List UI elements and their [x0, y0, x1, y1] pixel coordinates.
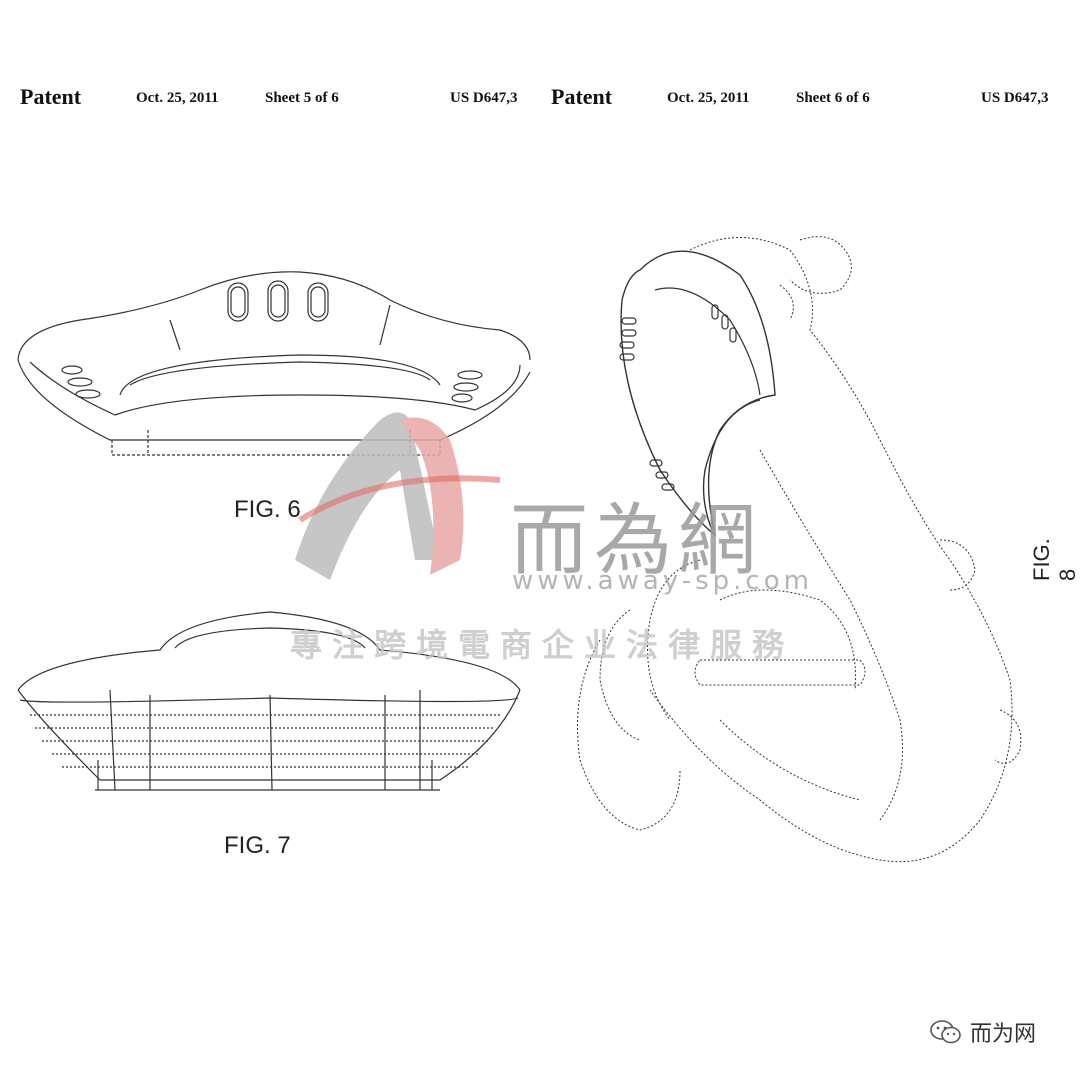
- right-sheet-number: Sheet 6 of 6: [796, 90, 870, 106]
- left-sheet-date: Oct. 25, 2011: [136, 90, 219, 106]
- watermark-logo: [295, 412, 501, 580]
- right-sheet-patent-label: Patent: [551, 84, 613, 109]
- left-sheet-patent-label: Patent: [20, 84, 82, 109]
- right-patent-number: US D647,3: [981, 90, 1049, 106]
- wechat-account-name: 而为网: [970, 1022, 1037, 1047]
- fig8-drawing: [619, 250, 776, 537]
- watermark-brand-name: 而為網: [510, 496, 763, 586]
- fig8-label: FIG. 8: [1029, 538, 1080, 581]
- left-patent-number: US D647,3: [450, 90, 518, 106]
- wechat-badge: 而为网: [930, 1016, 1036, 1048]
- fig7-label: FIG. 7: [224, 832, 291, 859]
- right-sheet-date: Oct. 25, 2011: [667, 90, 750, 106]
- fig6-label: FIG. 6: [234, 496, 301, 523]
- fig7-drawing: [17, 611, 521, 791]
- fig6-drawing: [17, 271, 531, 456]
- watermark-url: www.away-sp.com: [512, 566, 813, 596]
- fig8-dotted-outline: [577, 236, 1022, 863]
- left-sheet-number: Sheet 5 of 6: [265, 90, 339, 106]
- watermark-slogan: 專注跨境電商企业法律服務: [290, 626, 795, 664]
- wechat-icon: [930, 1020, 961, 1044]
